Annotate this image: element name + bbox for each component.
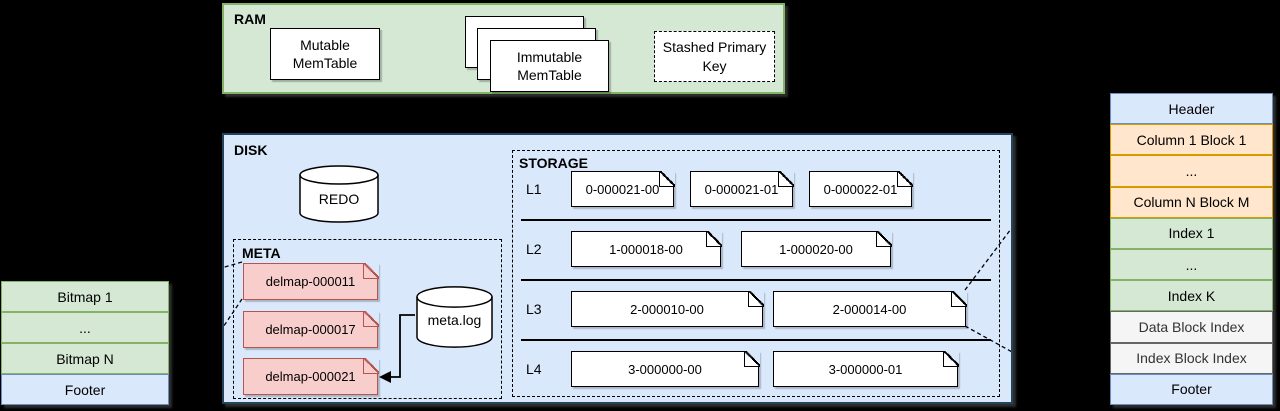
sst-file-l2-2: 1-000020-00: [741, 230, 892, 267]
row-label: ...: [1185, 256, 1198, 273]
sst-file-l2-1: 1-000018-00: [571, 230, 722, 267]
metalog-label: meta.log: [427, 312, 482, 328]
row-label: Bitmap N: [56, 350, 114, 367]
delmap-file-3: delmap-000021: [243, 357, 379, 395]
meta-group: META delmap-000011 delmap-000017 delmap-…: [233, 239, 502, 399]
sst-file-l1-1: 0-000021-00: [571, 170, 675, 207]
sst-row-footer: Footer: [1110, 373, 1273, 406]
sst-file-label: 2-000014-00: [832, 301, 907, 317]
immutable-memtable-box-front: Immutable MemTable: [490, 40, 609, 92]
mutable-memtable-label: Mutable MemTable: [292, 36, 358, 71]
ram-label: RAM: [234, 11, 266, 27]
immutable-memtable-label: Immutable MemTable: [516, 48, 583, 83]
delmap-row-footer: Footer: [1, 374, 169, 405]
sst-row-index-block-index: Index Block Index: [1110, 342, 1273, 374]
row-label: Index Block Index: [1136, 350, 1247, 367]
row-label: Column 1 Block 1: [1136, 131, 1247, 148]
cylinder-shape: [299, 165, 379, 223]
sst-file-label: 0-000021-00: [585, 181, 660, 197]
row-label: ...: [79, 319, 91, 336]
level-label-l4: L4: [526, 361, 542, 377]
delmap-file-2: delmap-000017: [243, 310, 379, 348]
sst-row-index-k: Index K: [1110, 280, 1273, 312]
row-label: Index 1: [1168, 225, 1215, 242]
row-label: Column N Block M: [1133, 194, 1250, 211]
sst-file-l3-1: 2-000010-00: [571, 290, 764, 327]
cylinder-shape: [416, 286, 493, 348]
delmap-row-bitmap-1: Bitmap 1: [1, 281, 169, 312]
redo-cylinder: REDO: [299, 165, 379, 223]
sst-file-label: 3-000000-01: [828, 361, 903, 377]
row-label: Header: [1168, 100, 1215, 117]
sst-row-column-ellipsis: ...: [1110, 155, 1273, 187]
delmap-file-3-label: delmap-000021: [265, 369, 356, 384]
row-label: ...: [1185, 163, 1198, 179]
sst-file-label: 1-000018-00: [609, 241, 683, 257]
sst-file-label: 1-000020-00: [779, 241, 853, 257]
sst-row-index-ellipsis: ...: [1110, 249, 1273, 281]
row-label: Footer: [1171, 381, 1212, 398]
sst-file-label: 0-000022-01: [823, 181, 898, 197]
metalog-cylinder: meta.log: [416, 286, 493, 348]
mutable-memtable-box: Mutable MemTable: [270, 28, 380, 80]
row-label: Index K: [1167, 287, 1216, 304]
meta-label: META: [242, 245, 281, 261]
stashed-primary-key-label: Stashed Primary Key: [662, 39, 767, 74]
delmap-layout-table: Bitmap 1 ... Bitmap N Footer: [1, 281, 169, 405]
level-separator: [521, 219, 991, 221]
stashed-primary-key-box: Stashed Primary Key: [654, 31, 775, 82]
disk-label: DISK: [234, 142, 268, 158]
storage-group: STORAGE L1 0-000021-00 0-000021-01 0-000…: [512, 150, 1000, 397]
level-separator: [521, 339, 991, 341]
ram-box: RAM Mutable MemTable Immutable MemTable …: [222, 3, 785, 94]
row-label: Data Block Index: [1138, 319, 1245, 336]
sst-file-l1-3: 0-000022-01: [809, 170, 913, 207]
sst-row-index-1: Index 1: [1110, 217, 1273, 250]
storage-label: STORAGE: [519, 155, 588, 171]
sst-file-l3-2: 2-000014-00: [773, 290, 967, 327]
redo-label: REDO: [318, 191, 360, 207]
sst-file-l4-2: 3-000000-01: [773, 350, 959, 387]
delmap-row-ellipsis: ...: [1, 312, 169, 343]
sst-file-label: 3-000000-00: [628, 361, 702, 377]
row-label: Bitmap 1: [57, 288, 113, 305]
sst-row-header: Header: [1110, 93, 1273, 125]
delmap-file-1-label: delmap-000011: [265, 274, 356, 289]
sst-row-column-1-block-1: Column 1 Block 1: [1110, 124, 1273, 156]
delmap-file-1: delmap-000011: [243, 262, 379, 300]
sst-file-label: 2-000010-00: [630, 301, 704, 317]
delmap-file-2-label: delmap-000017: [265, 322, 356, 337]
disk-box: DISK REDO META delmap-000011 delmap-0000…: [222, 133, 1013, 404]
sst-file-l1-2: 0-000021-01: [690, 170, 794, 207]
sst-row-column-n-block-m: Column N Block M: [1110, 186, 1273, 218]
level-separator: [521, 279, 991, 281]
sst-row-data-block-index: Data Block Index: [1110, 311, 1273, 343]
level-label-l3: L3: [526, 301, 542, 317]
level-label-l1: L1: [526, 181, 542, 197]
row-label: Footer: [64, 381, 106, 398]
delmap-row-bitmap-n: Bitmap N: [1, 343, 169, 374]
sst-file-label: 0-000021-01: [704, 181, 779, 197]
sst-file-l4-1: 3-000000-00: [571, 350, 760, 387]
sst-layout-table: Header Column 1 Block 1 ... Column N Blo…: [1110, 93, 1273, 406]
level-label-l2: L2: [526, 241, 542, 257]
